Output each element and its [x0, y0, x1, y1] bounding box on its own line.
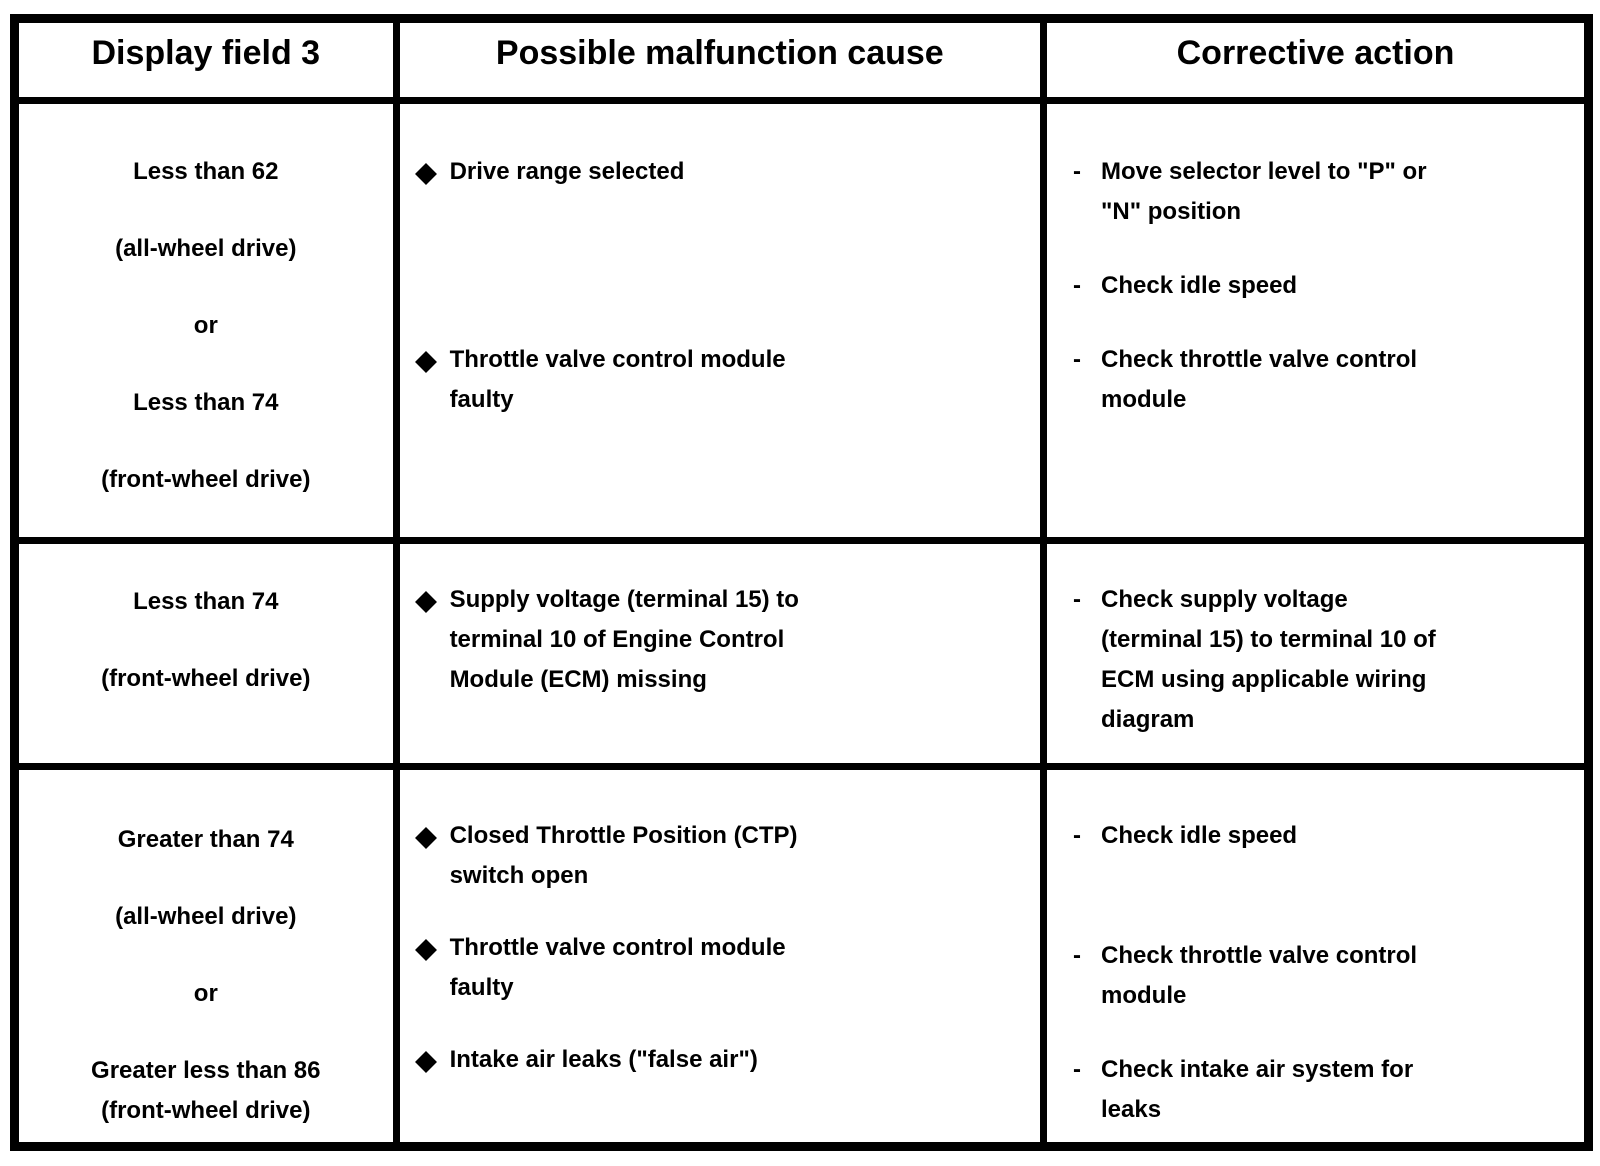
action-text: Check idle speed [1101, 822, 1298, 849]
display-line: or [193, 980, 218, 1007]
malfunction-cause-cell: ◆ Supply voltage (terminal 15) to termin… [392, 537, 1048, 770]
action-item: - Move selector level to "P" or "N" posi… [1047, 152, 1584, 232]
cause-item: ◆ Throttle valve control module faulty [400, 340, 1040, 420]
display-field-cell: Less than 62 (all-wheel drive) or Less t… [11, 97, 400, 544]
cause-item: ◆ Throttle valve control module faulty [400, 928, 1040, 1008]
diamond-bullet-icon: ◆ [415, 345, 437, 375]
display-line: (front-wheel drive) [101, 665, 311, 692]
table-header-row: Display field 3 Possible malfunction cau… [11, 15, 1592, 104]
display-line: or [193, 312, 218, 339]
malfunction-cause-cell: ◆ Drive range selected ◆ Throttle valve … [392, 97, 1048, 544]
cause-text: Throttle valve control module faulty [449, 934, 786, 1001]
cause-item: ◆ Intake air leaks ("false air") [400, 1040, 1040, 1080]
action-text: Check throttle valve control module [1101, 942, 1418, 1009]
diamond-bullet-icon: ◆ [415, 821, 437, 851]
diamond-bullet-icon: ◆ [415, 933, 437, 963]
dash-bullet-icon: - [1073, 822, 1082, 849]
action-item: - Check throttle valve control module [1047, 936, 1584, 1016]
dash-bullet-icon: - [1073, 1056, 1082, 1083]
cause-item: ◆ Drive range selected [400, 152, 1040, 192]
table-row: Less than 62 (all-wheel drive) or Less t… [11, 97, 1592, 544]
corrective-action-cell: - Check supply voltage (terminal 15) to … [1040, 537, 1592, 770]
cause-text: Throttle valve control module faulty [449, 346, 786, 413]
display-line: (all-wheel drive) [115, 903, 297, 930]
corrective-action-cell: - Move selector level to "P" or "N" posi… [1040, 97, 1592, 544]
display-line: (front-wheel drive) [101, 466, 311, 493]
header-malfunction-cause: Possible malfunction cause [392, 15, 1048, 104]
dash-bullet-icon: - [1073, 272, 1082, 299]
action-item: - Check idle speed [1047, 266, 1584, 306]
cause-text: Supply voltage (terminal 15) to terminal… [449, 586, 799, 693]
display-line: Greater than 74 [117, 826, 294, 853]
action-text: Check throttle valve control module [1101, 346, 1418, 413]
table-row: Greater than 74 (all-wheel drive) or Gre… [11, 763, 1592, 1150]
dash-bullet-icon: - [1073, 346, 1082, 373]
dash-bullet-icon: - [1073, 158, 1082, 185]
diamond-bullet-icon: ◆ [415, 585, 437, 615]
diagnostic-table: Display field 3 Possible malfunction cau… [10, 14, 1593, 1151]
display-line: (front-wheel drive) [101, 1097, 311, 1124]
malfunction-cause-cell: ◆ Closed Throttle Position (CTP) switch … [392, 763, 1048, 1150]
action-text: Check supply voltage (terminal 15) to te… [1101, 586, 1436, 733]
table-row: Less than 74 (front-wheel drive) ◆ Suppl… [11, 537, 1592, 770]
display-field-cell: Less than 74 (front-wheel drive) [11, 537, 400, 770]
diamond-bullet-icon: ◆ [415, 1045, 437, 1075]
display-line: Less than 62 [133, 158, 279, 185]
header-corrective-action: Corrective action [1040, 15, 1592, 104]
action-text: Move selector level to "P" or "N" positi… [1101, 158, 1427, 225]
action-item: - Check supply voltage (terminal 15) to … [1047, 580, 1584, 740]
action-item: - Check intake air system for leaks [1047, 1050, 1584, 1130]
action-item: - Check throttle valve control module [1047, 340, 1584, 420]
cause-item: ◆ Supply voltage (terminal 15) to termin… [400, 580, 1040, 700]
action-text: Check intake air system for leaks [1101, 1056, 1414, 1123]
dash-bullet-icon: - [1073, 942, 1082, 969]
display-field-cell: Greater than 74 (all-wheel drive) or Gre… [11, 763, 400, 1150]
scanned-manual-page: Display field 3 Possible malfunction cau… [0, 14, 1600, 1166]
display-line: Greater less than 86 [91, 1057, 321, 1084]
dash-bullet-icon: - [1073, 586, 1082, 613]
display-line: (all-wheel drive) [115, 235, 297, 262]
diamond-bullet-icon: ◆ [415, 157, 437, 187]
cause-text: Drive range selected [449, 158, 685, 185]
display-line: Less than 74 [133, 588, 279, 615]
display-line: Less than 74 [133, 389, 279, 416]
cause-item: ◆ Closed Throttle Position (CTP) switch … [400, 816, 1040, 896]
header-display-field: Display field 3 [11, 15, 400, 104]
action-item: - Check idle speed [1047, 816, 1584, 856]
cause-text: Closed Throttle Position (CTP) switch op… [449, 822, 798, 889]
corrective-action-cell: - Check idle speed - Check throttle valv… [1040, 763, 1592, 1150]
action-text: Check idle speed [1101, 272, 1298, 299]
cause-text: Intake air leaks ("false air") [449, 1046, 758, 1073]
